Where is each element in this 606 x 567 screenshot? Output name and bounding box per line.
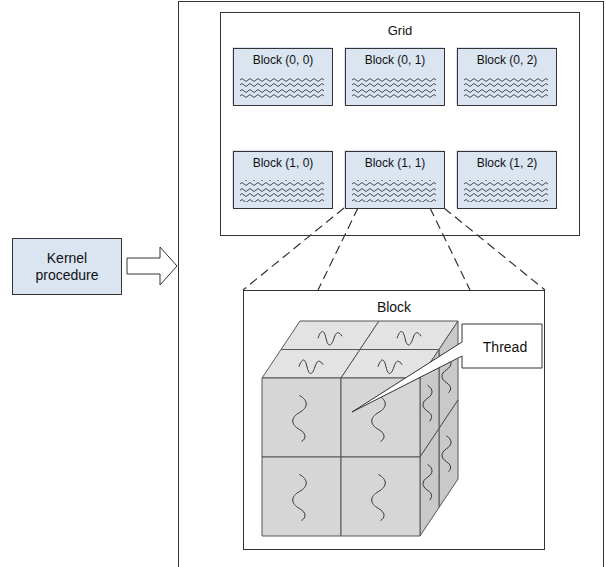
outer-frame: [179, 2, 604, 567]
node-label: Block (0, 0): [238, 53, 328, 67]
node-label: Thread: [467, 339, 543, 356]
node-label: Grid: [231, 23, 569, 39]
node-label: Block (0, 2): [462, 53, 552, 67]
node-label: Kernel procedure: [21, 250, 113, 284]
block-ground: [243, 290, 545, 550]
block-fill: [232, 47, 332, 105]
block-fill: [344, 47, 444, 105]
node-label: Block (1, 1): [350, 156, 440, 170]
node-label: Block (1, 2): [462, 156, 552, 170]
zoom-line: [318, 208, 358, 290]
zoom-line: [444, 208, 545, 290]
thread-squiggle: [299, 360, 323, 374]
zoom-line: [243, 208, 344, 290]
thread-cell: [262, 457, 341, 536]
thread-squiggles: [240, 77, 324, 99]
block-fill: [456, 47, 556, 105]
thread-cell: [341, 457, 420, 536]
callout-shape: [352, 324, 542, 412]
thread-squiggles: [464, 77, 548, 99]
thread-squiggle: [442, 436, 451, 472]
zoom-line: [430, 208, 470, 290]
node-label: Block (1, 0): [238, 156, 328, 170]
thread-squiggle: [397, 332, 421, 346]
kernel-box: Kernel procedure: [12, 238, 122, 295]
block-box: Block (1, 2): [457, 151, 557, 209]
thread-squiggle: [318, 332, 342, 346]
grid-box: GridBlock (0, 0) Block (0, 1) Block (0, 2)…: [220, 12, 580, 236]
thread-squiggle: [372, 475, 386, 521]
block-fill: [344, 150, 444, 208]
node-label: Block (0, 1): [350, 53, 440, 67]
block-box: Block (0, 1): [345, 48, 445, 106]
block-box: Block (1, 1): [345, 151, 445, 209]
thread-squiggle: [372, 396, 386, 442]
block-fill: [456, 150, 556, 208]
thread-squiggle: [293, 396, 307, 442]
node-label: Block: [252, 299, 536, 316]
block-box: Block (0, 2): [457, 48, 557, 106]
thread-squiggles: [352, 180, 436, 202]
zoom-lines: [243, 208, 545, 290]
thread-squiggles: [352, 77, 436, 99]
thread-squiggle: [378, 360, 402, 374]
thread-cell: [341, 378, 420, 457]
block-fill: [232, 150, 332, 208]
thread-squiggle: [293, 475, 307, 521]
thread-squiggle: [423, 385, 432, 421]
block-box: Block (1, 0): [233, 151, 333, 209]
thread-cell: [262, 378, 341, 457]
block-detail-box: BlockThread: [243, 290, 545, 550]
thread-squiggle: [423, 464, 432, 500]
thread-squiggles: [464, 180, 548, 202]
thread-squiggles: [240, 180, 324, 202]
thread-cell: [420, 429, 439, 537]
thread-cube: [262, 321, 458, 536]
launch-arrow: [127, 247, 177, 285]
block-fills: [232, 47, 556, 208]
block-box: Block (0, 0): [233, 48, 333, 106]
thread-cell: [439, 400, 458, 508]
thread-callout: Thread: [463, 325, 547, 369]
